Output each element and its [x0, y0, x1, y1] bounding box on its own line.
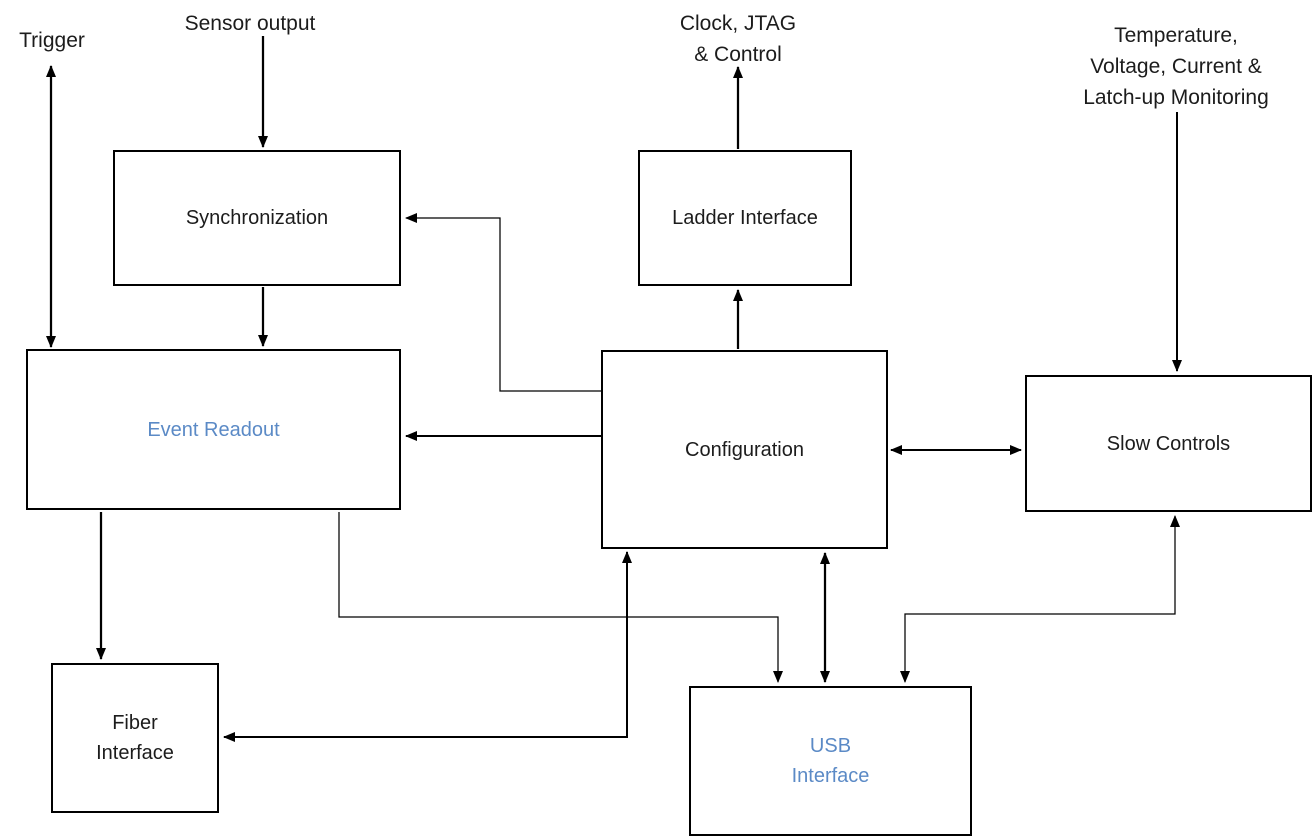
- box-ladder-interface-label: Ladder Interface: [672, 207, 818, 229]
- label-sensor-output: Sensor output: [184, 12, 316, 35]
- box-fiber-interface-label: Fiber Interface: [96, 712, 174, 764]
- box-slow-controls-label: Slow Controls: [1106, 432, 1231, 455]
- box-slow-controls: Slow Controls: [1025, 375, 1312, 512]
- label-trigger: Trigger: [19, 29, 85, 52]
- box-event-readout: Event Readout: [26, 349, 401, 510]
- label-clock-jtag-control: Clock, JTAG & Control: [679, 12, 797, 66]
- connector-usb-interface-slow-controls: [900, 515, 1180, 683]
- connector-configuration-fiber-interface: [223, 551, 632, 742]
- box-event-readout-label: Event Readout: [147, 418, 280, 441]
- box-usb-interface: USB Interface: [689, 686, 972, 836]
- box-fiber-interface: Fiber Interface: [51, 663, 219, 813]
- box-synchronization-label: Synchronization: [185, 207, 329, 229]
- box-usb-interface-label: USB Interface: [791, 735, 870, 787]
- connector-configuration-synchronization: [405, 213, 601, 392]
- box-configuration-label: Configuration: [685, 438, 804, 461]
- label-temperature-monitoring: Temperature, Voltage, Current & Latch-up…: [1083, 24, 1269, 109]
- box-ladder-interface: Ladder Interface: [638, 150, 852, 286]
- box-synchronization: Synchronization: [113, 150, 401, 286]
- connector-event-readout-usb-interface: [338, 512, 783, 683]
- box-configuration: Configuration: [601, 350, 888, 549]
